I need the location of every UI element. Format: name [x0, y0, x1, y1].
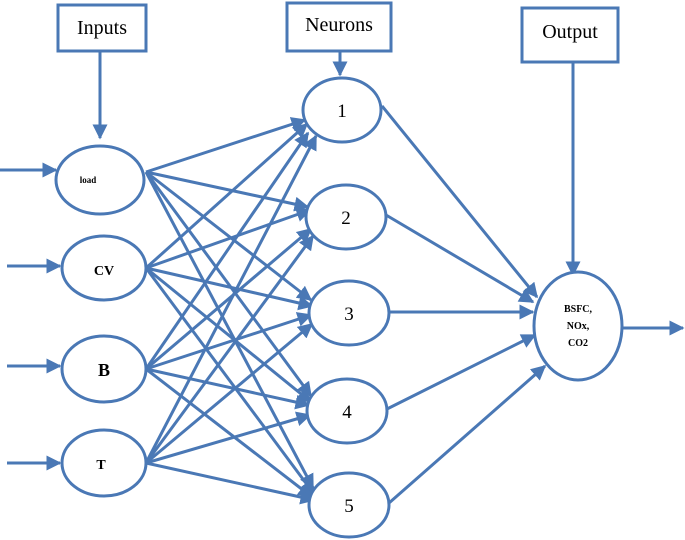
edge-cv-n2 [145, 207, 312, 270]
edge-t-n3 [145, 322, 314, 465]
neuron-node-1: 1 [301, 76, 383, 144]
output-header-label: Output [542, 21, 598, 43]
inputs-header-label: Inputs [77, 17, 127, 39]
output-node-line-1: BSFC, [564, 304, 593, 315]
input-node-cv: CV [60, 234, 148, 302]
edge-b-n2 [145, 227, 313, 371]
edge-cv-n3 [145, 266, 314, 311]
edge-t-n4 [145, 411, 312, 465]
output-node-line-2: NOx, [567, 321, 590, 332]
edge-b-n4 [145, 367, 311, 410]
edge-t-n2 [144, 234, 315, 464]
edge-n1-output [380, 105, 539, 299]
edge-b-n5 [145, 367, 314, 499]
neurons-header-label: Neurons [305, 14, 373, 36]
neuron-node-2: 2 [304, 183, 388, 251]
neuron-node-1-label: 1 [337, 101, 347, 122]
output-node-line-3: CO2 [568, 338, 588, 349]
input-node-load-label: load [80, 175, 97, 185]
edge-n5-output [388, 364, 547, 505]
output-node: BSFC, NOx, CO2 [532, 270, 624, 382]
neuron-node-3: 3 [307, 279, 391, 347]
output-header: Output [520, 6, 620, 64]
neuron-node-4-label: 4 [342, 402, 352, 423]
edge-n4-output [386, 333, 537, 411]
neuron-node-5-label: 5 [344, 496, 354, 517]
edge-t-n1 [144, 134, 318, 464]
input-node-t: T [60, 428, 148, 498]
input-node-b: B [60, 334, 148, 404]
input-node-b-label: B [98, 360, 110, 380]
edge-load-n1 [145, 117, 307, 174]
edge-cv-n5 [144, 267, 316, 496]
neuron-node-4: 4 [305, 377, 389, 445]
edge-t-n5 [145, 461, 316, 505]
neuron-node-5: 5 [307, 471, 391, 539]
edge-load-n5 [144, 171, 315, 490]
input-node-t-label: T [96, 458, 106, 473]
edge-b-n1 [144, 131, 310, 370]
input-node-load: load [54, 144, 146, 216]
neurons-header: Neurons [285, 1, 393, 53]
edge-load-n3 [145, 170, 313, 302]
neuron-node-2-label: 2 [341, 208, 351, 229]
edge-n2-output [385, 213, 535, 304]
edge-cv-n4 [145, 266, 313, 404]
edge-b-n3 [145, 312, 313, 371]
connection-layer [0, 52, 685, 505]
neuron-node-3-label: 3 [344, 304, 354, 325]
edge-load-n4 [144, 171, 313, 398]
inputs-header: Inputs [56, 3, 148, 53]
input-node-cv-label: CV [94, 264, 114, 279]
edge-cv-n1 [145, 122, 309, 270]
